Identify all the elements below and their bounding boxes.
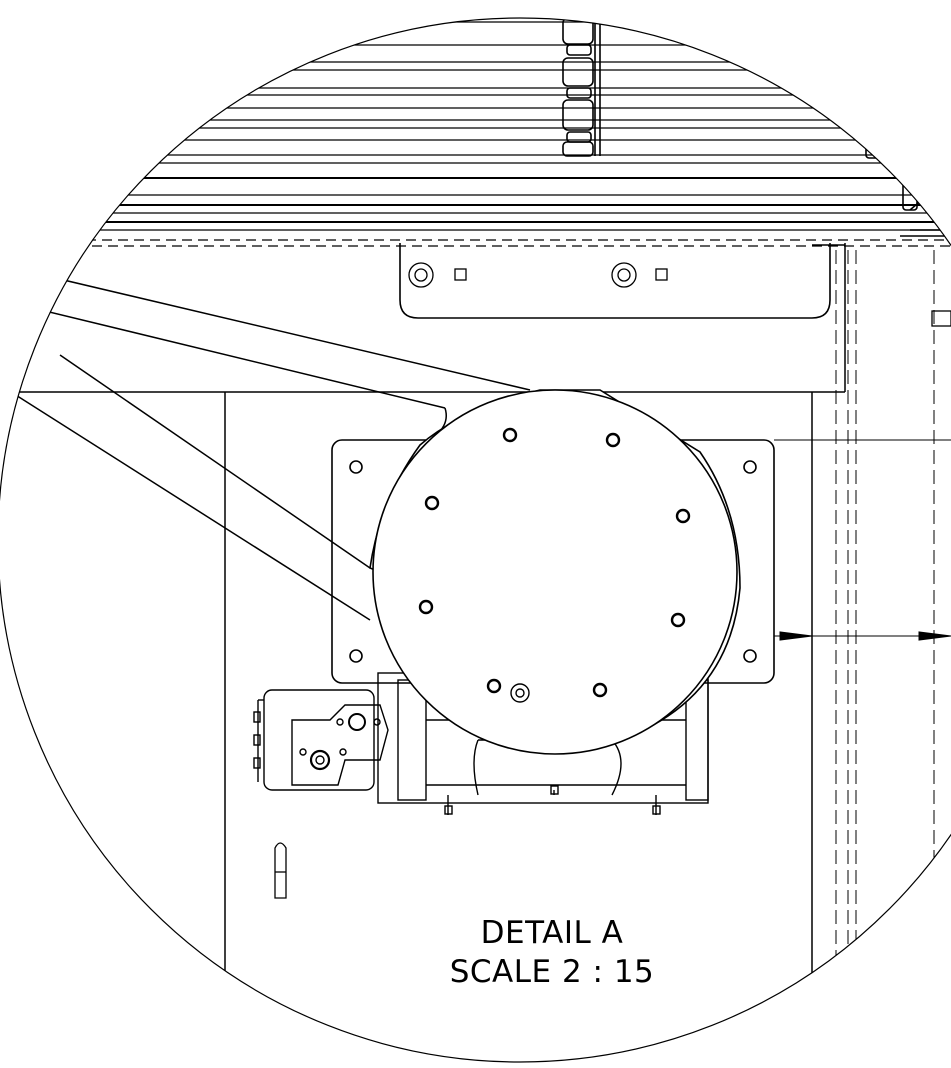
chain-links (562, 18, 951, 237)
detail-title: DETAIL A (480, 915, 624, 951)
frame (0, 243, 846, 1062)
small-bracket (931, 310, 951, 327)
dimension-line (774, 439, 951, 641)
slot (274, 842, 287, 899)
motor-housing (253, 689, 389, 791)
conveyor-rails (60, 21, 951, 247)
grease-fitting (510, 683, 530, 703)
hidden-lines (835, 250, 935, 1062)
support-arm (0, 264, 531, 621)
detail-scale: SCALE 2 : 15 (449, 954, 655, 990)
detail-boundary (0, 17, 951, 1063)
drive-flange (372, 389, 738, 755)
mounting-plate (399, 243, 831, 319)
flange-bolts (418, 427, 691, 698)
